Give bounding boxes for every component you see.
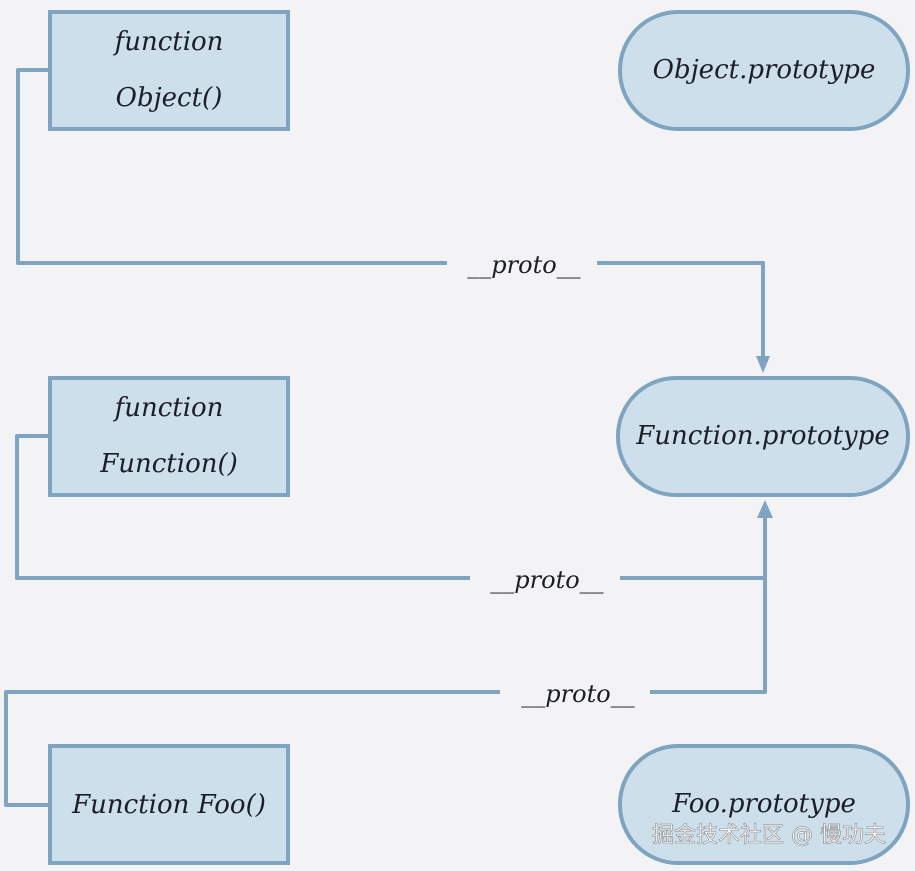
node-function-prototype[interactable]: Function.prototype xyxy=(616,376,910,497)
node-object-prototype-label: Object.prototype xyxy=(653,55,876,85)
node-function-function[interactable]: function Function() xyxy=(48,376,290,497)
arrowhead-down-icon xyxy=(756,356,770,373)
edge-label-bg xyxy=(447,248,597,280)
node-function-object-line2: Object() xyxy=(116,83,223,113)
node-function-foo[interactable]: Function Foo() xyxy=(48,744,290,865)
edge-object-to-function-prototype xyxy=(16,68,765,368)
node-object-prototype[interactable]: Object.prototype xyxy=(618,10,910,131)
edge-label-foo-proto: __proto__ xyxy=(521,680,634,708)
watermark: 掘金技术社区 @ 慢功夫 xyxy=(652,823,886,848)
node-foo-prototype-label: Foo.prototype xyxy=(671,789,856,819)
node-function-object-line1: function xyxy=(113,27,224,57)
edge-label-bg xyxy=(500,677,650,709)
node-function-function-line1: function xyxy=(113,393,224,423)
node-function-function-line2: Function() xyxy=(99,449,238,479)
node-foo-prototype[interactable]: Foo.prototype xyxy=(618,744,910,865)
node-function-object[interactable]: function Object() xyxy=(48,10,290,131)
arrowhead-up-icon xyxy=(757,500,773,518)
node-function-foo-label: Function Foo() xyxy=(71,790,266,820)
edge-label-object-proto: __proto__ xyxy=(467,251,580,279)
edge-foo-to-function-prototype xyxy=(4,508,767,807)
node-function-prototype-label: Function.prototype xyxy=(635,421,890,451)
edge-label-function-proto: __proto__ xyxy=(490,566,603,594)
edge-function-to-function-prototype xyxy=(15,434,763,580)
edge-label-bg xyxy=(470,563,620,595)
